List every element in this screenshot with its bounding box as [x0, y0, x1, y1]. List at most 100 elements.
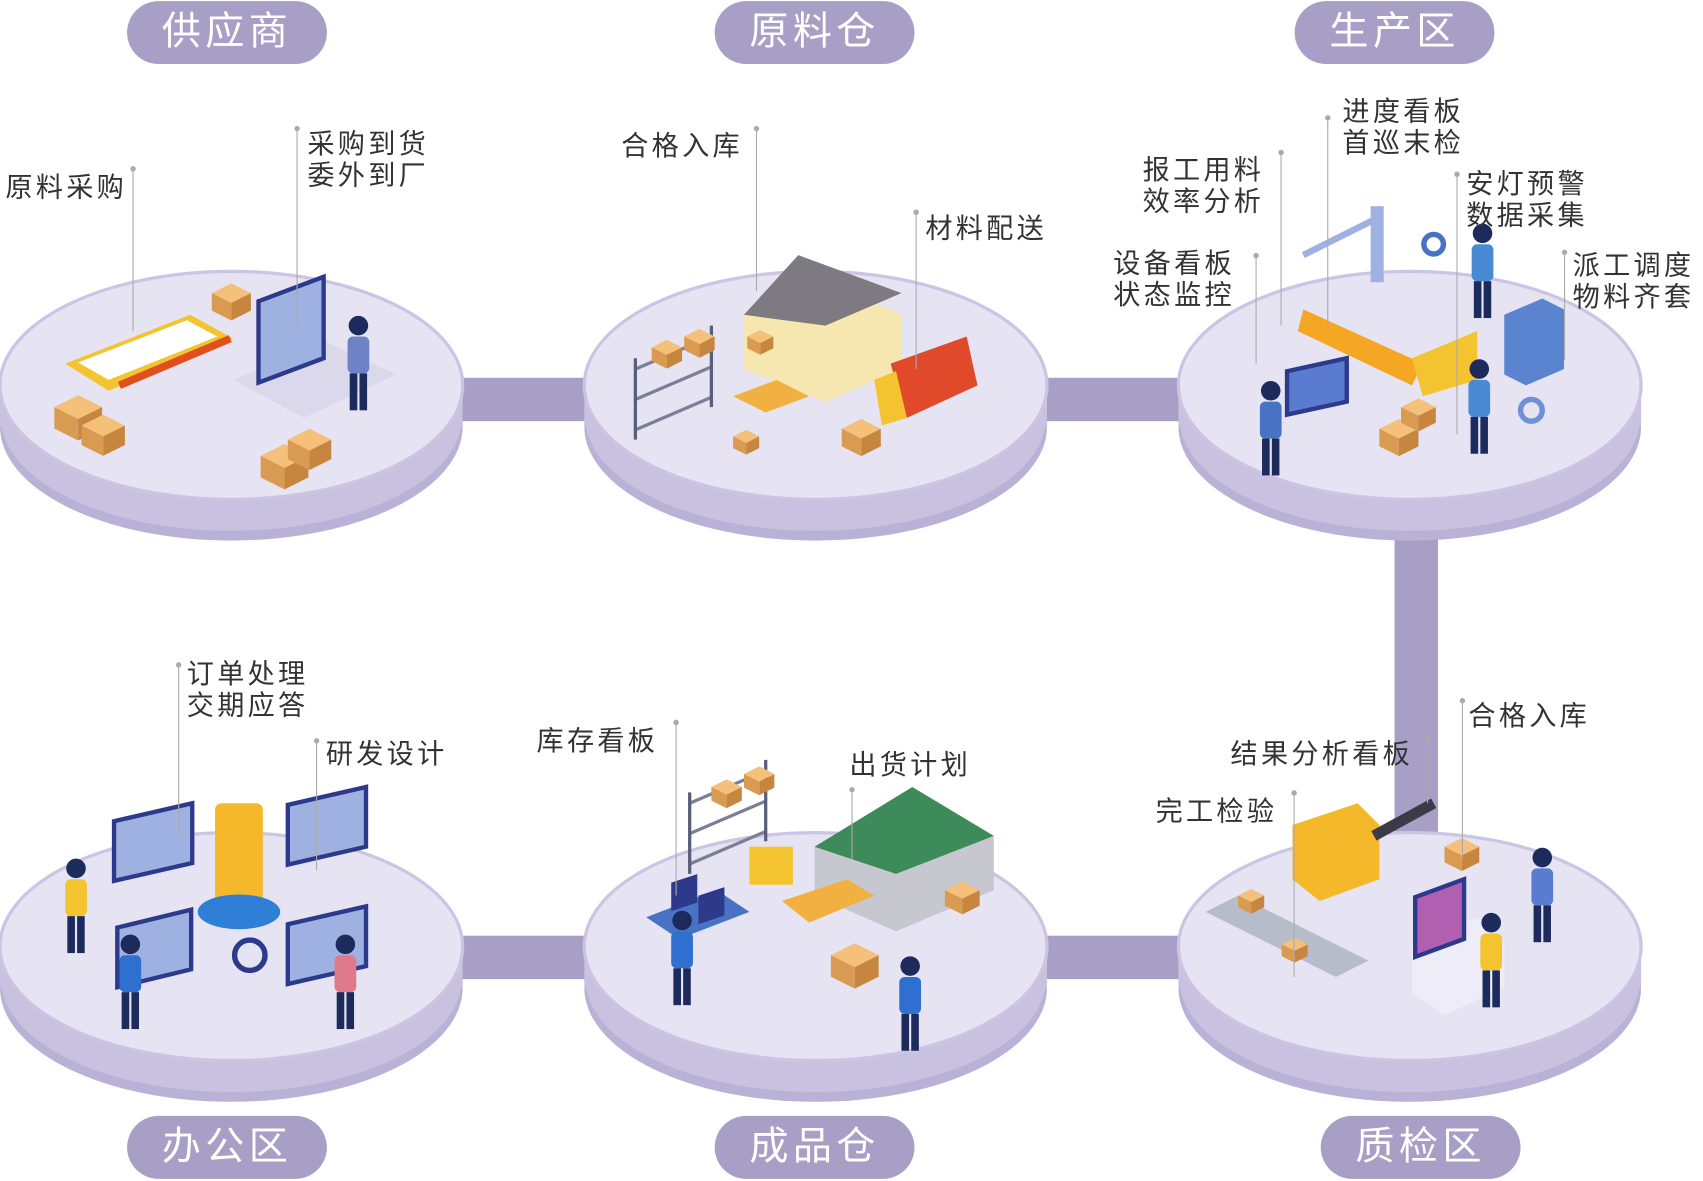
screen	[698, 887, 725, 925]
leg	[77, 916, 85, 954]
monitor-icon	[111, 800, 195, 884]
label-arrival: 采购到货 委外到厂	[307, 128, 430, 192]
body	[1259, 401, 1282, 439]
person-icon	[899, 956, 922, 1051]
person-icon	[1259, 381, 1282, 476]
leg	[359, 373, 368, 411]
box-left	[260, 455, 285, 490]
cardboard-box-icon	[1444, 838, 1480, 872]
screen	[1284, 355, 1349, 418]
person-icon	[347, 315, 370, 411]
label-material-delivery: 材料配送	[925, 212, 1048, 245]
leader-line	[294, 125, 300, 326]
pencil-icon	[117, 335, 232, 389]
box-left	[287, 439, 310, 471]
box-top	[1444, 838, 1480, 856]
head	[900, 956, 920, 976]
cardboard-box-icon	[733, 429, 760, 455]
box-right	[962, 890, 980, 915]
label-order-processing: 订单处理 交期应答	[186, 657, 309, 721]
leader-line	[1325, 115, 1331, 329]
box-top	[841, 419, 881, 439]
leg	[336, 992, 345, 1030]
box-right	[666, 347, 683, 369]
head	[1469, 359, 1490, 379]
head	[672, 910, 692, 931]
box-left	[1238, 895, 1252, 914]
box-left	[1281, 944, 1295, 963]
monitor-icon	[285, 784, 369, 868]
box-left	[54, 407, 79, 441]
leader-line	[753, 125, 760, 291]
pallet-icon	[733, 379, 810, 413]
body	[65, 879, 87, 917]
person-icon	[119, 934, 142, 1030]
label-inventory-board: 库存看板	[536, 725, 659, 757]
person-icon	[1480, 912, 1503, 1008]
leg	[673, 968, 681, 1006]
monitor-icon	[256, 273, 326, 386]
platform-top	[1176, 830, 1643, 1063]
leg	[1533, 905, 1542, 943]
box-right	[1251, 895, 1265, 914]
cardboard-box-icon	[841, 419, 881, 457]
box-right	[699, 336, 715, 358]
label-rd-design: 研发设计	[325, 738, 448, 770]
shelf-board	[634, 365, 713, 401]
pedestal-icon	[197, 894, 281, 930]
label-shipping-plan: 出货计划	[849, 748, 971, 781]
connector-supplier-raw	[456, 377, 592, 422]
leader-line	[175, 662, 182, 839]
body	[1531, 868, 1554, 906]
box-left	[1444, 846, 1462, 872]
box-right	[103, 425, 125, 456]
label-dispatch: 派工调度 物料齐套	[1572, 249, 1695, 313]
label-qualified-storage: 合格入库	[621, 130, 743, 162]
label-work-report: 报工用料 效率分析	[1142, 154, 1265, 218]
label-raw-purchase: 原料采购	[5, 171, 128, 203]
leader-line	[913, 209, 919, 370]
cardboard-box-icon	[81, 414, 125, 456]
body	[119, 955, 142, 993]
shelf-board	[634, 395, 713, 432]
box-right	[1461, 846, 1480, 872]
leg	[1483, 281, 1492, 319]
screen	[256, 273, 326, 386]
conveyor-belt	[1371, 798, 1437, 841]
label-result-analysis: 结果分析看板	[1230, 738, 1414, 770]
person-icon	[334, 934, 357, 1030]
connector-raw-production	[1042, 377, 1184, 422]
person-icon	[671, 910, 693, 1006]
box-right	[861, 428, 881, 457]
inspection-machine-icon	[1292, 803, 1380, 901]
leg	[1271, 438, 1280, 476]
box-right	[309, 439, 332, 471]
head	[120, 934, 141, 955]
connector-office-finished	[456, 935, 592, 980]
body	[1468, 379, 1491, 417]
gear-icon	[1517, 396, 1545, 424]
cardboard-box-icon	[287, 428, 332, 471]
screen	[285, 784, 369, 868]
box-left	[651, 347, 667, 369]
box-top	[651, 339, 683, 355]
leg	[67, 916, 75, 954]
leader-line	[673, 719, 679, 896]
warehouse-roof	[814, 786, 994, 874]
zone-title-quality: 质检区	[1320, 1115, 1521, 1179]
box-right	[726, 786, 742, 809]
head	[1481, 912, 1501, 933]
zone-title-production: 生产区	[1294, 1, 1495, 65]
leg	[131, 992, 140, 1030]
gear-icon	[1421, 231, 1447, 257]
leg	[683, 968, 691, 1006]
connector-finished-quality	[1042, 935, 1184, 980]
leader-line	[1291, 790, 1297, 977]
cardboard-box-icon	[1281, 937, 1308, 963]
box-right	[1398, 428, 1419, 457]
leg	[1470, 416, 1479, 454]
leg	[1543, 905, 1551, 943]
zone-title-office: 办公区	[127, 1115, 327, 1179]
leader-line	[1459, 697, 1466, 858]
